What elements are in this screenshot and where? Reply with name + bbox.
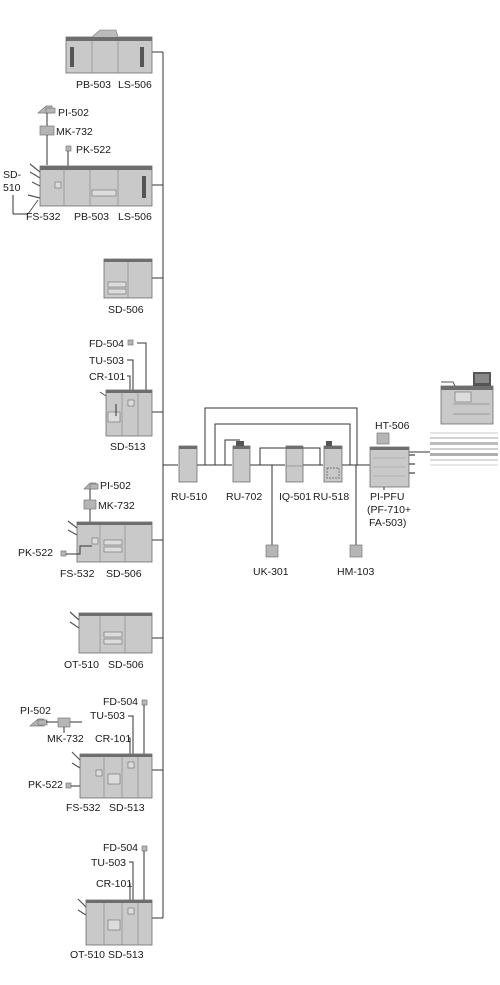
label-ru-510: RU-510	[171, 491, 207, 503]
config-sd513: FD-504 TU-503 CR-101 SD-513	[89, 338, 153, 453]
label-pi-502-2: PI-502	[100, 480, 131, 492]
config-ot510-sd506: OT-510 SD-506	[64, 611, 153, 671]
ru-702-unit: RU-702	[226, 441, 262, 503]
label-fs-532-2: FS-532	[60, 568, 95, 580]
label-tu-503-3: TU-503	[91, 857, 126, 869]
label-sd-513-3: SD-513	[108, 949, 144, 961]
config-ot510-sd513: FD-504 TU-503 CR-101 OT-510 SD-513	[70, 842, 153, 961]
label-hm-103: HM-103	[337, 566, 375, 578]
label-ru-518: RU-518	[313, 491, 349, 503]
uk-301-unit: UK-301	[253, 544, 289, 578]
label-sd-510-line2: 510	[3, 182, 21, 194]
label-ru-702: RU-702	[226, 491, 262, 503]
ru-510-unit: RU-510	[171, 445, 207, 503]
label-sd-510-line1: SD-	[3, 169, 22, 181]
config-pb503-ls506: PB-503 LS-506	[65, 29, 153, 91]
label-ot-510-1: OT-510	[64, 659, 99, 671]
label-sd-506-2: SD-506	[106, 568, 142, 580]
label-iq-501: IQ-501	[279, 491, 311, 503]
label-fd-504-1: FD-504	[89, 338, 124, 350]
ru-518-unit: RU-518	[313, 441, 349, 503]
label-sd-513-2: SD-513	[109, 802, 145, 814]
label-pk-522-2: PK-522	[18, 547, 53, 559]
label-pi-502-3: PI-502	[20, 705, 51, 717]
hm-103-unit: HM-103	[337, 544, 375, 578]
label-sd-513-1: SD-513	[110, 441, 146, 453]
label-cr-101-2: CR-101	[95, 733, 131, 745]
label-ls-506-1: LS-506	[118, 79, 152, 91]
label-mk-732-1: MK-732	[56, 126, 93, 138]
connection-lines	[152, 51, 430, 919]
label-pi-pfu-line1: PI-PFU	[370, 491, 404, 503]
pi-pfu-unit: HT-506 PI-PFU (PF-710+ FA-503)	[367, 420, 415, 529]
label-uk-301: UK-301	[253, 566, 289, 578]
label-tu-503-1: TU-503	[89, 355, 124, 367]
label-ot-510-2: OT-510	[70, 949, 105, 961]
label-cr-101-3: CR-101	[96, 878, 132, 890]
label-fd-504-2: FD-504	[103, 696, 138, 708]
label-pk-522-3: PK-522	[28, 779, 63, 791]
label-pi-pfu-line3: FA-503)	[369, 517, 406, 529]
label-mk-732-2: MK-732	[98, 500, 135, 512]
label-pi-pfu-line2: (PF-710+	[367, 504, 411, 516]
label-fd-504-3: FD-504	[103, 842, 138, 854]
label-fs-532-1: FS-532	[26, 211, 61, 223]
label-ls-506-2: LS-506	[118, 211, 152, 223]
iq-501-unit: IQ-501	[279, 445, 311, 503]
inline-chain: RU-510 RU-702 IQ-501 RU-518 HT-506	[171, 420, 415, 578]
label-sd-506-3: SD-506	[108, 659, 144, 671]
label-sd-506-1: SD-506	[108, 304, 144, 316]
label-cr-101-1: CR-101	[89, 371, 125, 383]
label-pk-522-1: PK-522	[76, 144, 111, 156]
label-pb-503-1: PB-503	[76, 79, 111, 91]
label-tu-503-2: TU-503	[90, 710, 125, 722]
config-fs532-sd513: FD-504 PI-502 TU-503 MK-732 CR-101 PK-52…	[20, 696, 153, 814]
config-sd506: SD-506	[103, 258, 153, 316]
config-fs532-sd506: PI-502 MK-732 PK-522 FS-532 SD-506	[18, 480, 153, 580]
main-engine	[430, 372, 498, 466]
label-pi-502-1: PI-502	[58, 107, 89, 119]
label-ht-506: HT-506	[375, 420, 410, 432]
label-mk-732-3: MK-732	[47, 733, 84, 745]
label-fs-532-3: FS-532	[66, 802, 101, 814]
config-fs532-pb503-ls506: PI-502 MK-732 PK-522 SD- 510 FS-532 PB-5…	[3, 105, 153, 223]
label-pb-503-2: PB-503	[74, 211, 109, 223]
